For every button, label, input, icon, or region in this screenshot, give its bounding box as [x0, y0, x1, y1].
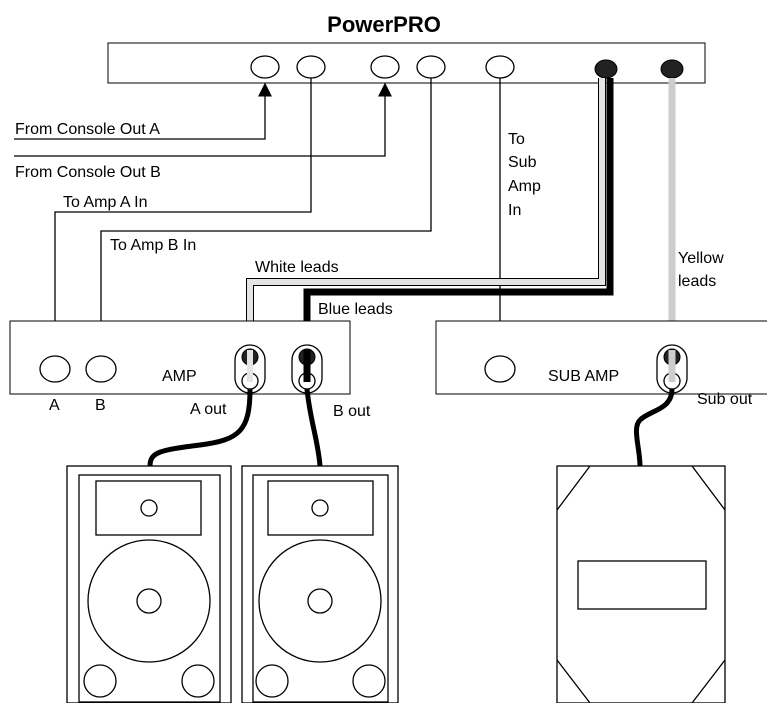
- speaker-a: [66, 465, 232, 703]
- powerpro-speaker-connector-1: [594, 59, 618, 79]
- label-amp-input-a: A: [49, 397, 60, 414]
- powerpro-speaker-connector-2: [660, 59, 684, 79]
- label-amp-b-out: B out: [333, 403, 371, 420]
- powerpro-unit: [107, 42, 706, 84]
- label-to-amp-b-in: To Amp B In: [110, 237, 196, 254]
- label-amp-a-out: A out: [190, 401, 227, 418]
- sub-amp-unit: [435, 320, 767, 395]
- sub-amp-input-jack: [484, 355, 516, 383]
- label-yellow-leads-1: Yellow: [678, 250, 724, 267]
- label-to-amp-a-in: To Amp A In: [63, 194, 148, 211]
- speaker-a-cable: [147, 388, 253, 467]
- label-to-sub-amp-in-4: In: [508, 202, 521, 219]
- label-to-sub-amp-in-3: Amp: [508, 178, 541, 195]
- powerpro-sub-output-jack: [485, 55, 515, 79]
- label-to-sub-amp-in-2: Sub: [508, 154, 537, 171]
- label-amp: AMP: [162, 368, 197, 385]
- amp-a-in-line: [48, 78, 312, 365]
- powerpro-input-b-jack: [370, 55, 400, 79]
- diagram-title: PowerPRO: [327, 12, 441, 37]
- subwoofer-cable: [633, 388, 675, 467]
- label-to-sub-amp-in-1: To: [508, 131, 525, 148]
- console-out-a-line: [14, 82, 272, 140]
- label-sub-amp: SUB AMP: [548, 368, 619, 385]
- label-blue-leads: Blue leads: [318, 301, 393, 318]
- console-out-b-line: [14, 82, 392, 157]
- powerpro-output-a-jack: [296, 55, 326, 79]
- amp-input-a-jack: [39, 355, 71, 383]
- label-from-console-out-b: From Console Out B: [15, 164, 161, 181]
- amp-b-in-line: [94, 78, 432, 365]
- subwoofer: [556, 465, 726, 703]
- label-sub-out: Sub out: [697, 391, 753, 408]
- label-yellow-leads-2: leads: [678, 273, 716, 290]
- powerpro-input-a-jack: [250, 55, 280, 79]
- label-white-leads: White leads: [255, 259, 339, 276]
- powerpro-output-b-jack: [416, 55, 446, 79]
- speaker-b: [241, 465, 399, 703]
- label-from-console-out-a: From Console Out A: [15, 121, 160, 138]
- speaker-b-cable: [304, 388, 323, 467]
- amp-input-b-jack: [85, 355, 117, 383]
- label-amp-input-b: B: [95, 397, 106, 414]
